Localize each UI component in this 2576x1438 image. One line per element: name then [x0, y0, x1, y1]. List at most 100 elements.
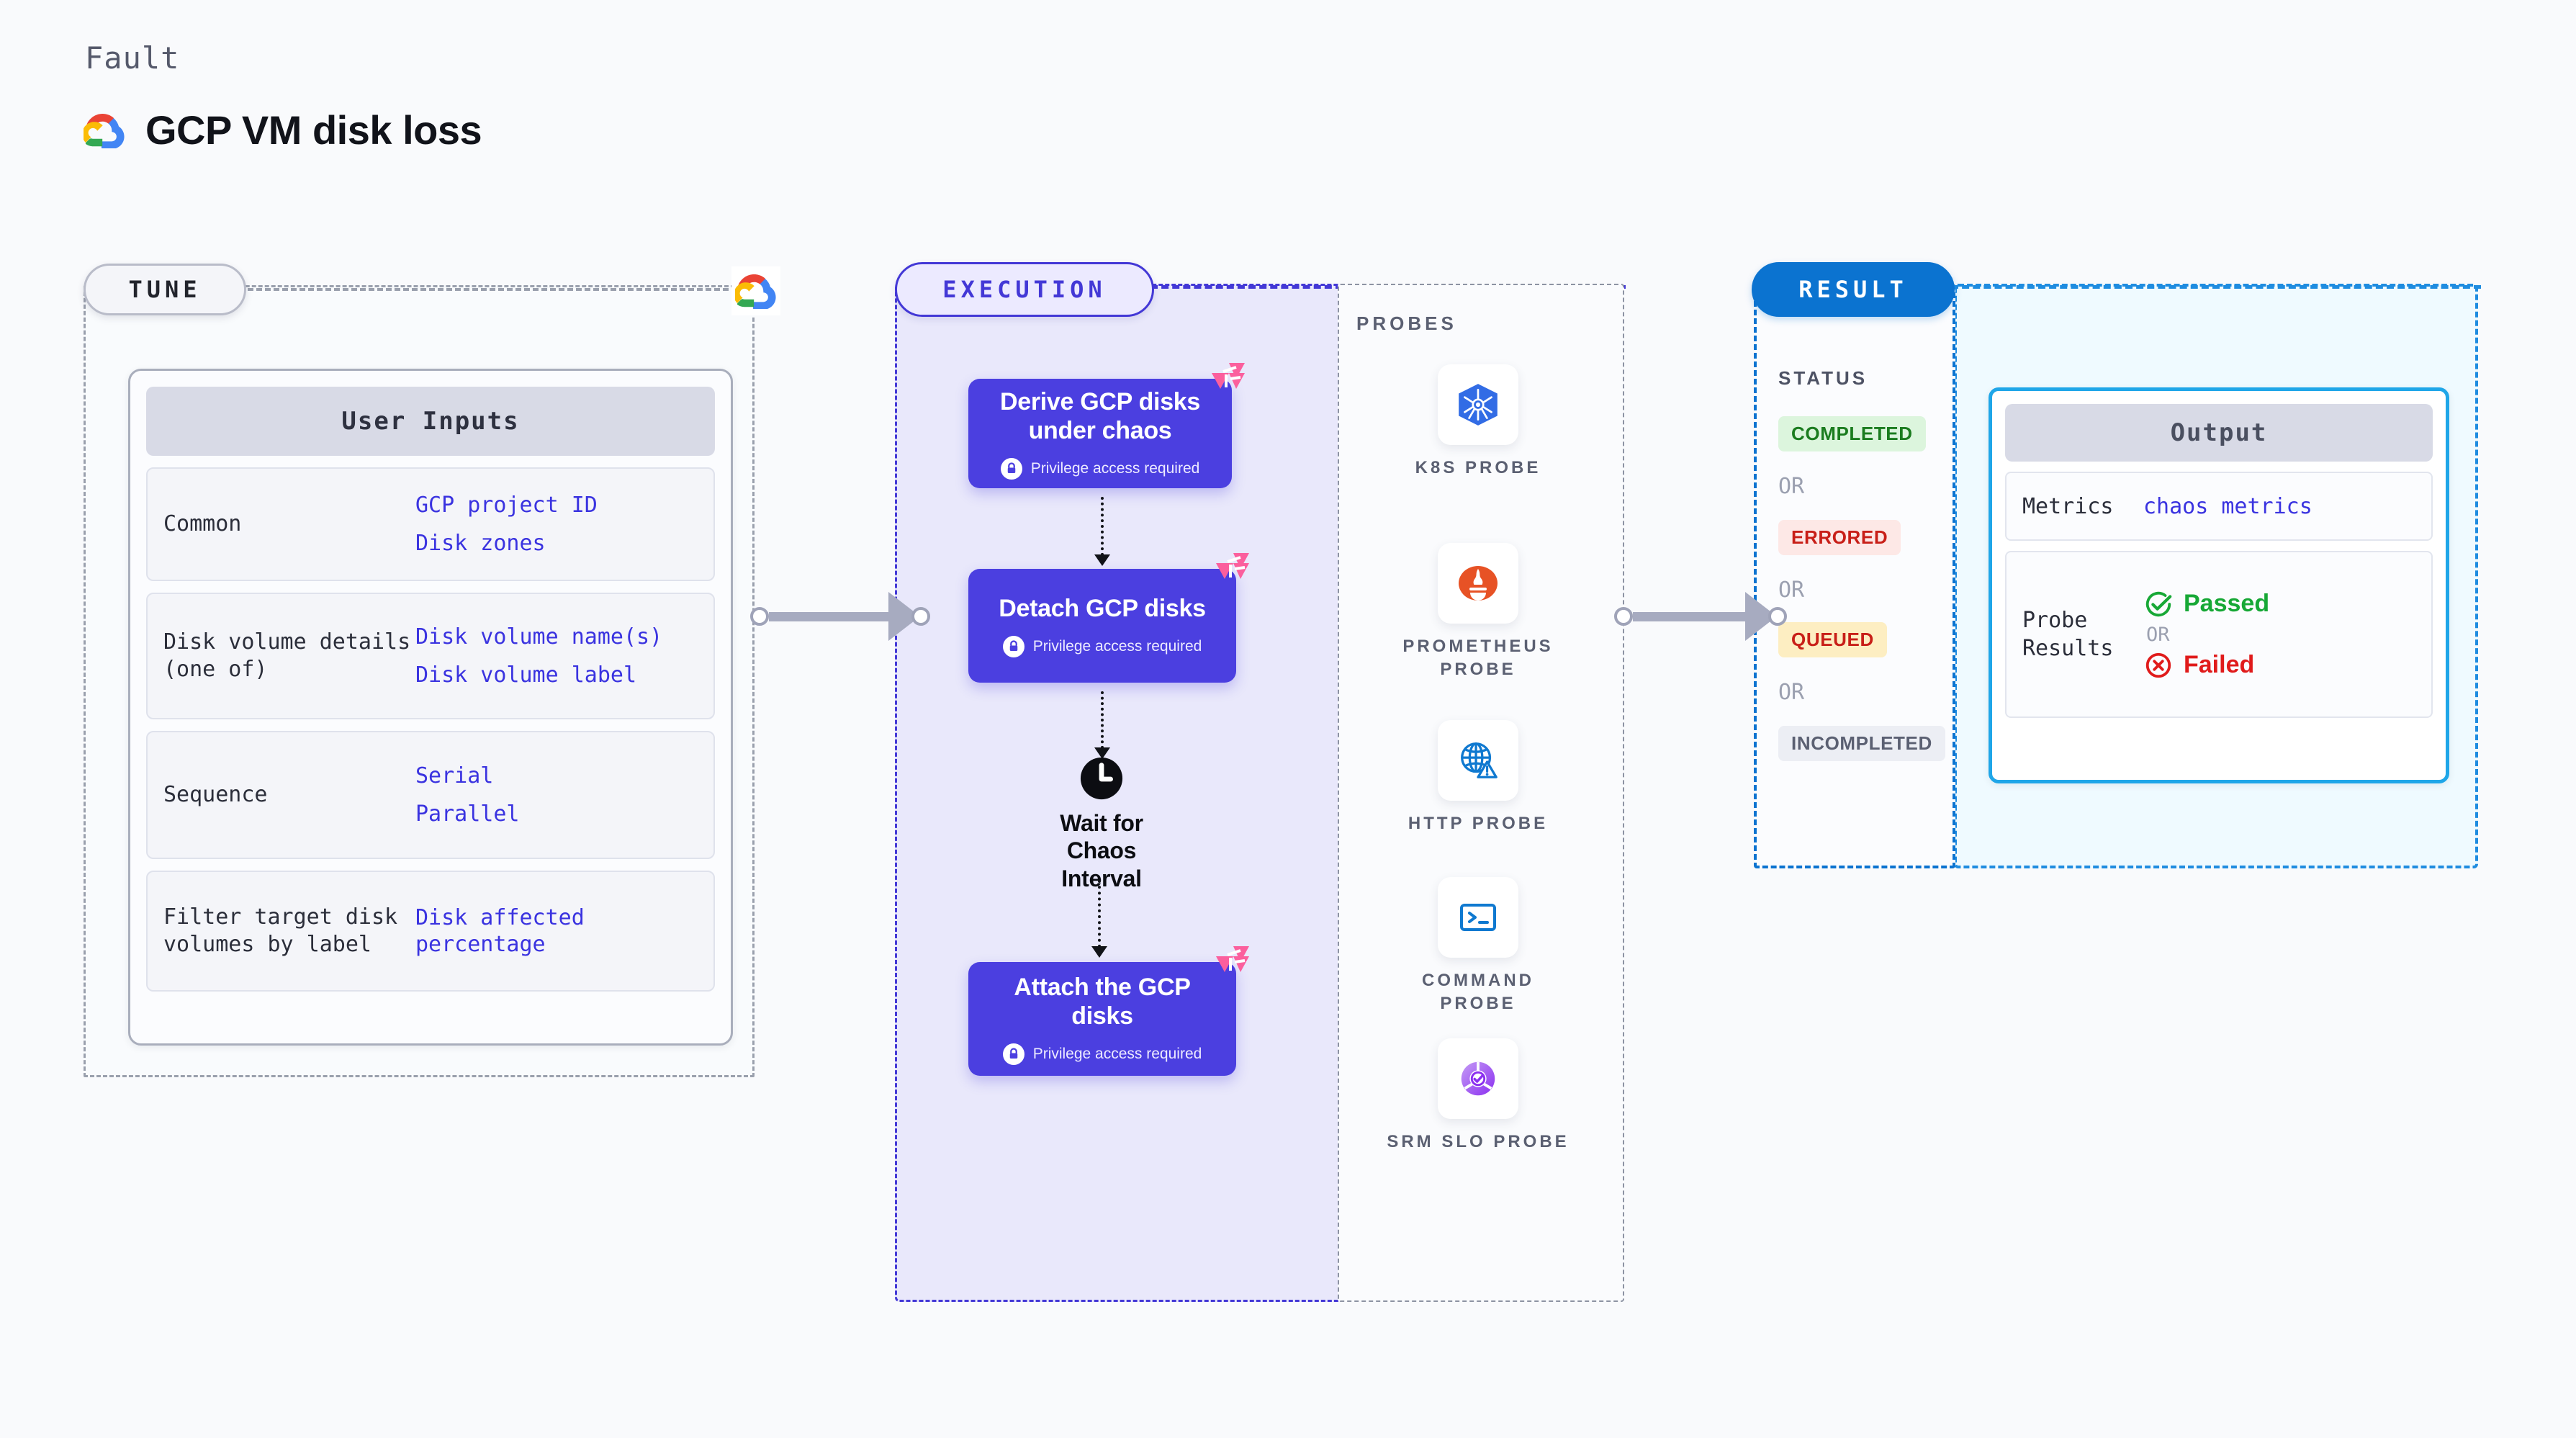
- probe-item-prometheus[interactable]: PROMETHEUS PROBE: [1384, 543, 1572, 682]
- tune-pill[interactable]: TUNE: [84, 264, 246, 315]
- input-row-values: Serial Parallel: [415, 763, 520, 828]
- step-privilege-note: Privilege access required: [1002, 1043, 1202, 1066]
- input-value[interactable]: Disk affected percentage: [415, 904, 585, 958]
- input-row-key: Disk volume details (one of): [163, 629, 411, 682]
- output-row-value[interactable]: chaos metrics: [2143, 493, 2312, 519]
- flow-connector-2: [1101, 691, 1104, 749]
- lock-icon: [1002, 1043, 1024, 1066]
- output-row-metrics[interactable]: Metrics chaos metrics: [2005, 472, 2433, 541]
- kubernetes-icon: [1438, 364, 1518, 445]
- check-circle-icon: [2145, 591, 2172, 616]
- input-value[interactable]: Disk zones: [415, 531, 546, 556]
- input-row-disk-volume-details[interactable]: Disk volume details (one of) Disk volume…: [146, 593, 715, 719]
- x-circle-icon: [2145, 652, 2171, 678]
- probe-label: HTTP PROBE: [1408, 814, 1549, 833]
- probe-result-passed: Passed: [2143, 589, 2269, 619]
- result-pill[interactable]: RESULT: [1752, 262, 1955, 317]
- output-row-key: Probe Results: [2022, 608, 2114, 661]
- connector-end-node: [911, 607, 930, 626]
- tune-leader-line: [248, 288, 737, 291]
- input-row-key: Filter target disk volumes by label: [163, 904, 398, 957]
- status-badge-completed: COMPLETED: [1778, 416, 1926, 451]
- probe-item-command[interactable]: COMMAND PROBE: [1384, 877, 1572, 1016]
- input-row-values: Disk affected percentage: [415, 904, 698, 958]
- step-privilege-text: Privilege access required: [1030, 460, 1200, 477]
- flow-arrowhead-icon: [1091, 946, 1107, 958]
- input-row-sequence[interactable]: Sequence Serial Parallel: [146, 731, 715, 859]
- status-badge-errored: ERRORED: [1778, 520, 1901, 555]
- status-badge-text: COMPLETED: [1778, 416, 1926, 451]
- connector-bar: [769, 611, 890, 621]
- status-badge-text: QUEUED: [1778, 622, 1887, 657]
- chaos-badge-icon: [1216, 946, 1249, 972]
- status-badge-text: ERRORED: [1778, 520, 1901, 555]
- globe-warning-icon: [1438, 720, 1518, 801]
- user-inputs-title: User Inputs: [146, 387, 715, 456]
- input-row-values: Disk volume name(s) Disk volume label: [415, 624, 662, 689]
- step-privilege-note: Privilege access required: [1002, 636, 1202, 658]
- status-or-2: OR: [1778, 578, 1805, 603]
- slo-donut-check-icon: [1438, 1038, 1518, 1119]
- probe-item-k8s[interactable]: K8S PROBE: [1384, 364, 1572, 480]
- output-row-key: Metrics: [2022, 493, 2114, 519]
- connector-start-node: [750, 607, 769, 626]
- input-row-common[interactable]: Common GCP project ID Disk zones: [146, 467, 715, 581]
- input-value[interactable]: Disk volume name(s): [415, 624, 663, 650]
- gcp-cloud-logo-icon: [84, 112, 125, 148]
- step-title: Derive GCP disks under chaos: [999, 387, 1201, 444]
- result-leader-line: [1951, 285, 2481, 289]
- status-section-label: STATUS: [1778, 367, 1868, 389]
- probe-result-or: OR: [2146, 623, 2170, 646]
- probe-label: PROMETHEUS PROBE: [1402, 637, 1554, 680]
- flow-arrowhead-icon: [1094, 747, 1110, 759]
- input-value[interactable]: GCP project ID: [415, 492, 598, 518]
- probes-section-label: PROBES: [1356, 313, 1457, 334]
- execution-pill[interactable]: EXECUTION: [895, 262, 1154, 317]
- lock-icon: [1000, 458, 1022, 480]
- output-row-probe-results[interactable]: Probe Results Passed OR Failed: [2005, 551, 2433, 718]
- execution-step-derive-gcp-disks[interactable]: Derive GCP disks under chaos Privilege a…: [968, 363, 1245, 488]
- probe-label: K8S PROBE: [1415, 458, 1541, 477]
- probe-result-failed: Failed: [2143, 650, 2269, 680]
- step-privilege-note: Privilege access required: [1000, 458, 1200, 480]
- page-eyebrow: Fault: [85, 40, 180, 76]
- page-title: GCP VM disk loss: [145, 107, 482, 153]
- tune-provider-gcp-icon: [731, 266, 780, 315]
- connector-execution-to-result: [1614, 592, 1787, 641]
- input-row-key: Sequence: [163, 781, 268, 807]
- probe-label: SRM SLO PROBE: [1387, 1132, 1570, 1151]
- wait-label: Wait for Chaos Interval: [1060, 810, 1143, 891]
- input-value[interactable]: Disk volume label: [415, 662, 637, 688]
- input-value[interactable]: Serial: [415, 763, 494, 788]
- connector-tune-to-execution: [750, 592, 930, 641]
- flow-arrowhead-icon: [1094, 554, 1110, 566]
- step-privilege-text: Privilege access required: [1032, 1046, 1202, 1063]
- probe-item-http[interactable]: HTTP PROBE: [1384, 720, 1572, 835]
- status-badge-text: INCOMPLETED: [1778, 726, 1945, 761]
- input-row-key: Common: [163, 511, 242, 536]
- status-badge-incompleted: INCOMPLETED: [1778, 726, 1945, 761]
- page-title-row: GCP VM disk loss: [84, 107, 482, 153]
- probe-results-values: Passed OR Failed: [2143, 589, 2269, 680]
- clock-icon: [1080, 757, 1123, 800]
- connector-start-node: [1614, 607, 1633, 626]
- connector-bar: [1633, 611, 1747, 621]
- execution-wait-node: Wait for Chaos Interval: [1030, 756, 1174, 892]
- probe-item-srm-slo[interactable]: SRM SLO PROBE: [1384, 1038, 1572, 1154]
- status-or-3: OR: [1778, 680, 1805, 705]
- input-value[interactable]: Parallel: [415, 801, 520, 827]
- probe-result-passed-label: Passed: [2184, 590, 2270, 617]
- execution-step-attach-gcp-disks[interactable]: Attach the GCP disks Privilege access re…: [968, 946, 1249, 1076]
- step-privilege-text: Privilege access required: [1032, 638, 1202, 655]
- execution-step-detach-gcp-disks[interactable]: Detach GCP disks Privilege access requir…: [968, 553, 1249, 683]
- status-badge-queued: QUEUED: [1778, 622, 1887, 657]
- status-or-1: OR: [1778, 474, 1805, 499]
- result-status-region: [1754, 284, 1955, 868]
- step-title: Attach the GCP disks: [1014, 973, 1191, 1030]
- input-row-filter-label[interactable]: Filter target disk volumes by label Disk…: [146, 871, 715, 992]
- lock-icon: [1002, 636, 1024, 658]
- chaos-badge-icon: [1212, 363, 1245, 389]
- chaos-badge-icon: [1216, 553, 1249, 579]
- probe-label: COMMAND PROBE: [1422, 971, 1534, 1014]
